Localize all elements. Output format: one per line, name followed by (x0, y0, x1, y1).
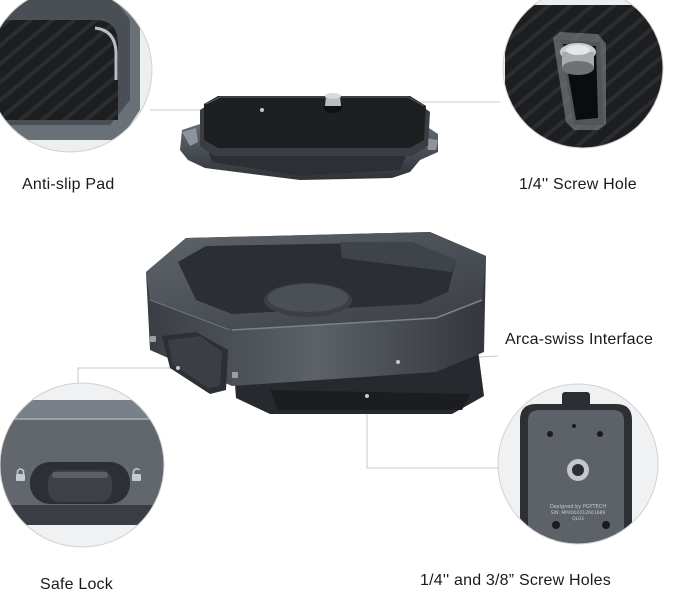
unlock-icon (232, 372, 238, 378)
arca-clamp (146, 232, 486, 414)
zoom-circle-screw-holes: Designed by PGYTECH S/N: MP4002012601689… (497, 383, 659, 545)
lock-open-icon (132, 467, 141, 481)
zoom-circle-safe-lock (0, 382, 165, 548)
lock-icon (150, 336, 156, 342)
label-safe-lock: Safe Lock (40, 576, 113, 593)
label-arca-interface: Arca-swiss Interface (505, 331, 654, 348)
zoom-circle-anti-slip (0, 0, 153, 153)
callout-line-safe-lock (77, 367, 178, 388)
engraving-line-1: Designed by PGYTECH (550, 504, 606, 510)
engraving-line-3: QL03 (572, 516, 584, 522)
zoom-circle-screw-hole (502, 0, 664, 149)
engraving-line-2: S/N: MP4002012601689 (551, 510, 606, 516)
label-screw-holes: 1/4'' and 3/8” Screw Holes (420, 572, 611, 589)
label-anti-slip-pad: Anti-slip Pad (22, 176, 115, 193)
quick-release-plate (180, 93, 438, 180)
callout-line-screw-holes (366, 396, 502, 469)
label-screw-hole: 1/4'' Screw Hole (519, 176, 637, 193)
lock-closed-icon (16, 468, 25, 481)
